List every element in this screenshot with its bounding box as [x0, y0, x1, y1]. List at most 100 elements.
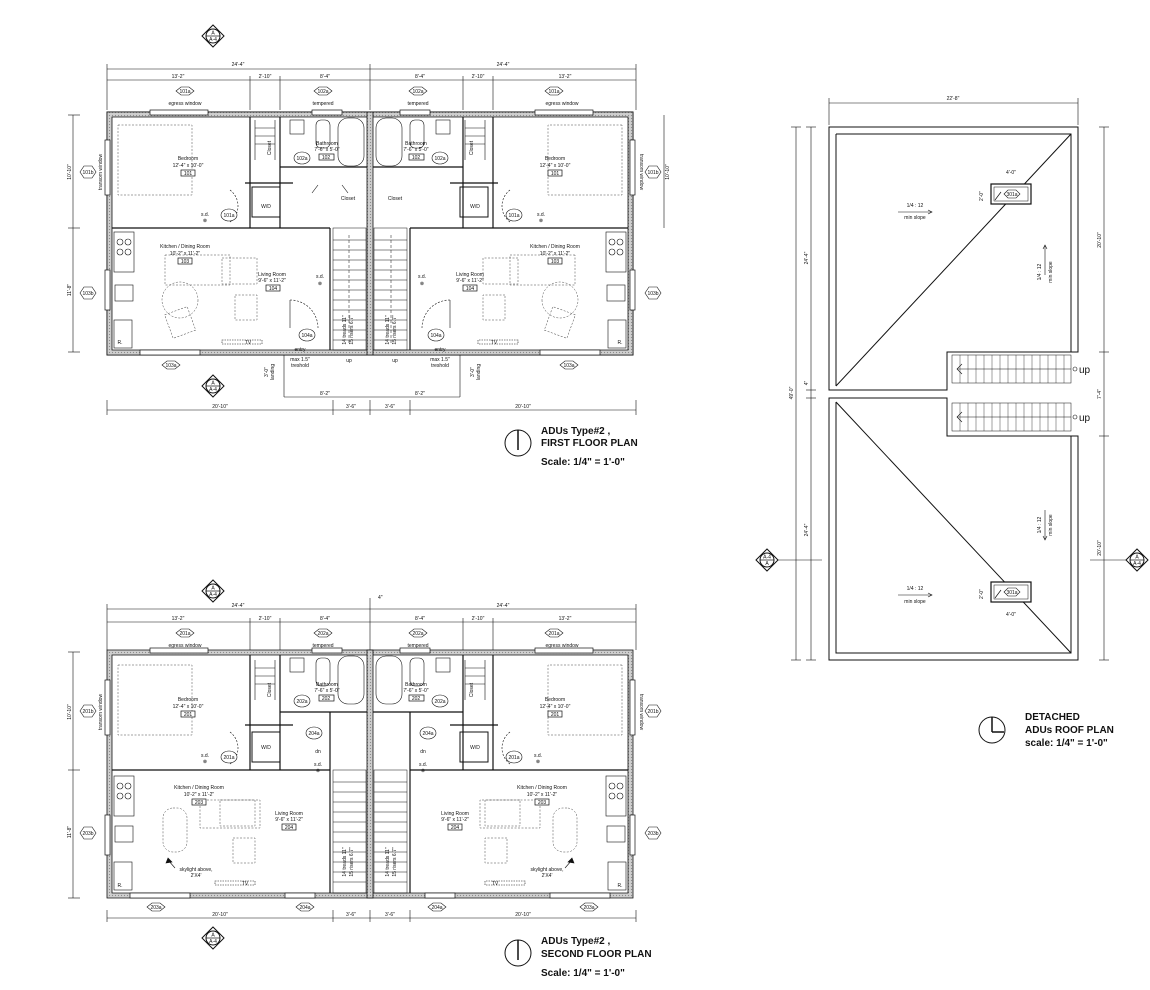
svg-text:⊗: ⊗	[316, 768, 320, 774]
svg-text:scale: 1/4" = 1'-0": scale: 1/4" = 1'-0"	[1025, 738, 1108, 749]
svg-text:14 treads 11": 14 treads 11"	[342, 847, 348, 876]
svg-text:15 risers 6.7": 15 risers 6.7"	[392, 315, 398, 345]
unit-furniture	[113, 655, 367, 894]
svg-text:20'-10": 20'-10"	[1097, 232, 1103, 248]
svg-text:14 treads 11": 14 treads 11"	[342, 315, 348, 344]
window-tag: 103a	[559, 360, 579, 370]
svg-text:201a: 201a	[548, 631, 559, 637]
svg-text:entry: entry	[434, 347, 446, 353]
svg-text:203a: 203a	[150, 905, 161, 911]
svg-text:8'-4": 8'-4"	[415, 616, 425, 622]
svg-text:⊗: ⊗	[421, 768, 425, 774]
svg-text:202: 202	[322, 696, 331, 702]
svg-text:tempered: tempered	[312, 101, 333, 107]
svg-text:3'-0": 3'-0"	[470, 367, 476, 377]
svg-text:202a: 202a	[434, 699, 445, 705]
svg-text:Bathroom: Bathroom	[405, 682, 427, 688]
svg-text:FIRST FLOOR PLAN: FIRST FLOOR PLAN	[541, 438, 638, 449]
svg-text:3'-0": 3'-0"	[264, 367, 270, 377]
svg-text:15 risers 6.7": 15 risers 6.7"	[349, 847, 355, 877]
svg-text:Bedroom: Bedroom	[178, 156, 198, 162]
svg-text:Kitchen / Dining Room: Kitchen / Dining Room	[160, 244, 210, 250]
svg-text:skylight above,: skylight above,	[179, 867, 212, 873]
svg-text:min slope: min slope	[904, 599, 926, 605]
svg-text:egress window: egress window	[168, 643, 201, 649]
svg-text:7'-6" x 5'-0": 7'-6" x 5'-0"	[403, 147, 428, 153]
svg-text:Bedroom: Bedroom	[545, 156, 565, 162]
svg-text:SECOND FLOOR PLAN: SECOND FLOOR PLAN	[541, 949, 652, 960]
svg-text:203: 203	[195, 800, 204, 806]
svg-text:transom window: transom window	[98, 154, 104, 191]
svg-text:204a: 204a	[308, 731, 319, 737]
svg-text:⊗: ⊗	[203, 759, 207, 765]
svg-text:⊗: ⊗	[539, 218, 543, 224]
svg-text:10'-2" x 11'-2": 10'-2" x 11'-2"	[170, 251, 201, 257]
svg-text:101a: 101a	[508, 213, 519, 219]
svg-text:10'-2" x 11'-2": 10'-2" x 11'-2"	[540, 251, 571, 257]
svg-text:min slope: min slope	[904, 215, 926, 221]
svg-text:12'-4" x 10'-0": 12'-4" x 10'-0"	[540, 704, 571, 710]
svg-text:landing: landing	[476, 364, 482, 380]
svg-text:s.d.: s.d.	[537, 212, 545, 218]
svg-text:104: 104	[269, 286, 278, 292]
svg-text:tempered: tempered	[407, 643, 428, 649]
svg-text:14 treads 11": 14 treads 11"	[385, 847, 391, 876]
svg-text:tempered: tempered	[407, 101, 428, 107]
svg-text:Bathroom: Bathroom	[316, 141, 338, 147]
svg-text:103: 103	[181, 259, 190, 265]
svg-text:Bedroom: Bedroom	[545, 697, 565, 703]
svg-text:12'-4" x 10'-0": 12'-4" x 10'-0"	[540, 163, 571, 169]
svg-text:101: 101	[551, 171, 560, 177]
svg-text:A: A	[211, 933, 215, 939]
svg-text:Closet: Closet	[267, 682, 273, 697]
svg-text:102a: 102a	[434, 156, 445, 162]
svg-text:2'-0": 2'-0"	[979, 589, 985, 599]
svg-text:102a: 102a	[412, 89, 423, 95]
svg-text:201: 201	[551, 712, 560, 718]
svg-text:7'-6" x 5'-0": 7'-6" x 5'-0"	[314, 688, 339, 694]
svg-text:A-4: A-4	[209, 387, 217, 393]
svg-text:A: A	[211, 381, 215, 387]
svg-text:1/4 : 12: 1/4 : 12	[907, 586, 924, 592]
svg-text:2'-10": 2'-10"	[472, 74, 485, 80]
svg-text:1/4 : 12: 1/4 : 12	[907, 203, 924, 209]
svg-text:R.: R.	[118, 340, 123, 346]
svg-text:13'-2": 13'-2"	[172, 616, 185, 622]
svg-text:⊗: ⊗	[203, 218, 207, 224]
svg-text:24'-4": 24'-4"	[497, 62, 510, 68]
plan-title-icon	[504, 429, 532, 457]
svg-text:10'-2" x 11'-2": 10'-2" x 11'-2"	[527, 792, 558, 798]
svg-text:204a: 204a	[422, 731, 433, 737]
window-tag: 103b	[644, 286, 662, 300]
svg-text:Kitchen / Dining Room: Kitchen / Dining Room	[517, 785, 567, 791]
svg-text:Kitchen / Dining Room: Kitchen / Dining Room	[530, 244, 580, 250]
svg-text:14 treads 11": 14 treads 11"	[385, 315, 391, 344]
svg-text:transom window: transom window	[638, 694, 644, 731]
svg-text:204a: 204a	[299, 905, 310, 911]
svg-text:24'-4": 24'-4"	[804, 523, 810, 536]
svg-text:Bathroom: Bathroom	[316, 682, 338, 688]
svg-text:s.d.: s.d.	[314, 762, 322, 768]
svg-text:3'-6": 3'-6"	[385, 912, 395, 918]
svg-text:101: 101	[184, 171, 193, 177]
svg-text:s.d.: s.d.	[316, 274, 324, 280]
svg-text:egress window: egress window	[168, 101, 201, 107]
svg-text:up: up	[1079, 413, 1091, 424]
skylight-icon	[990, 581, 1032, 603]
svg-text:9'-6" x 11'-2": 9'-6" x 11'-2"	[456, 278, 484, 284]
svg-text:202a: 202a	[317, 631, 328, 637]
svg-text:TV: TV	[491, 340, 498, 346]
svg-text:ADUs Type#2 ,: ADUs Type#2 ,	[541, 936, 611, 947]
svg-text:Bedroom: Bedroom	[178, 697, 198, 703]
svg-text:103b: 103b	[647, 291, 658, 297]
svg-text:102: 102	[322, 155, 331, 161]
svg-text:204a: 204a	[431, 905, 442, 911]
svg-text:201b: 201b	[647, 709, 658, 715]
svg-text:9'-6" x 11'-2": 9'-6" x 11'-2"	[258, 278, 286, 284]
section-marker-icon: A A-4	[201, 374, 225, 398]
svg-text:W/D: W/D	[261, 745, 271, 751]
svg-text:A: A	[211, 586, 215, 592]
svg-text:102a: 102a	[296, 156, 307, 162]
svg-text:202a: 202a	[296, 699, 307, 705]
svg-text:Closet: Closet	[469, 682, 475, 697]
